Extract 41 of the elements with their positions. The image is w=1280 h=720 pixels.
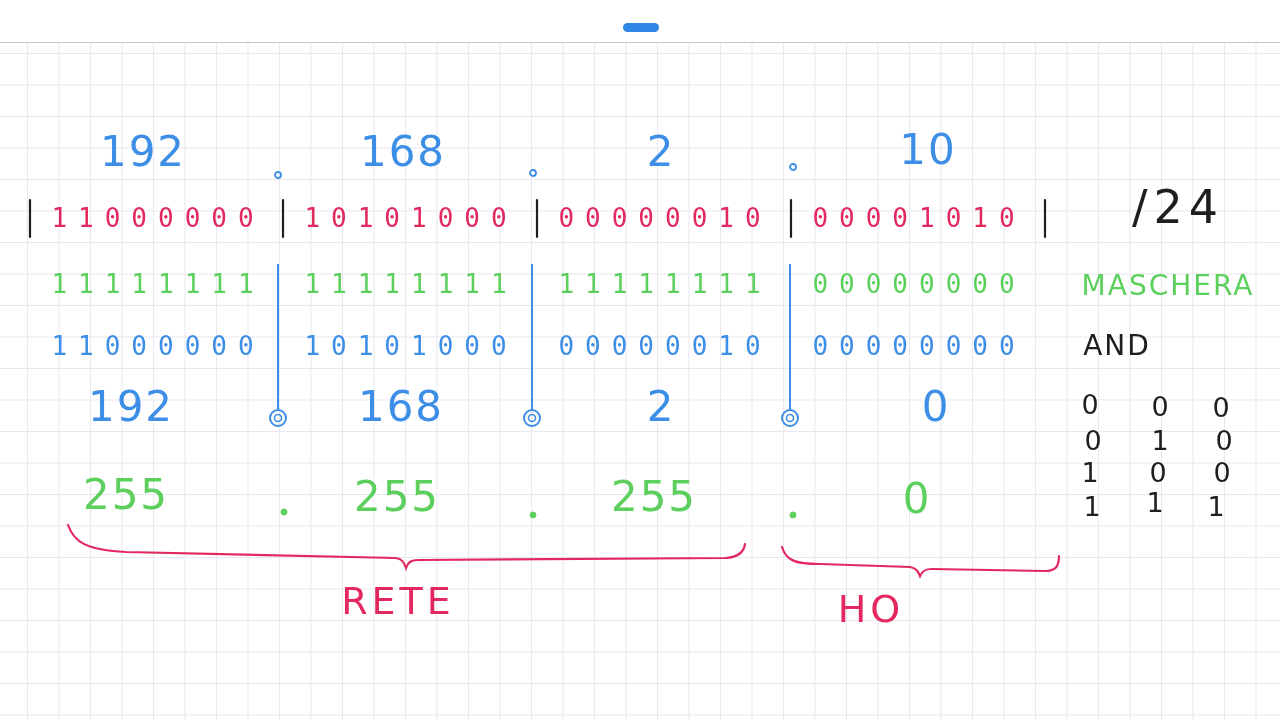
truth-table-cell: 0 bbox=[1081, 390, 1099, 418]
prefix-length: /24 bbox=[1132, 184, 1224, 230]
binary-octet: 10101000 bbox=[304, 205, 518, 231]
truth-table-cell: 0 bbox=[1213, 458, 1231, 486]
binary-octet: 00000010 bbox=[558, 205, 772, 231]
network-address-octet: 2 bbox=[646, 386, 676, 428]
truth-table-cell: 0 bbox=[1151, 392, 1169, 420]
network-address-octet: 192 bbox=[87, 386, 175, 428]
ip-address-octet: 2 bbox=[646, 131, 676, 173]
binary-octet: 00000010 bbox=[558, 333, 772, 359]
mask-octet: 0 bbox=[902, 478, 932, 520]
binary-octet: 11000000 bbox=[51, 333, 265, 359]
row-label: AND bbox=[1083, 332, 1151, 360]
truth-table-cell: 1 bbox=[1207, 492, 1225, 520]
truth-table-cell: 1 bbox=[1151, 426, 1169, 454]
ip-address-octet: 192 bbox=[99, 131, 187, 173]
network-address-octet: 168 bbox=[357, 386, 445, 428]
binary-octet: 00001010 bbox=[812, 205, 1026, 231]
mask-octet: 255 bbox=[353, 476, 441, 518]
ip-address-octet: 10 bbox=[899, 129, 957, 171]
mask-octet: 255 bbox=[82, 474, 170, 516]
brace-label: RETE bbox=[341, 582, 455, 620]
binary-octet: 11111111 bbox=[51, 271, 265, 297]
truth-table-cell: 1 bbox=[1083, 492, 1101, 520]
row-label: MASCHERA bbox=[1081, 272, 1255, 300]
ip-address-octet: 168 bbox=[359, 131, 447, 173]
truth-table-cell: 0 bbox=[1212, 393, 1230, 421]
truth-table-cell: 0 bbox=[1149, 458, 1167, 486]
binary-octet: 10101000 bbox=[304, 333, 518, 359]
binary-octet: 11111111 bbox=[558, 271, 772, 297]
network-address-octet: 0 bbox=[921, 386, 951, 428]
binary-octet: 00000000 bbox=[812, 333, 1026, 359]
binary-octet: 00000000 bbox=[812, 271, 1026, 297]
truth-table-cell: 0 bbox=[1215, 426, 1233, 454]
binary-octet: 11000000 bbox=[51, 205, 265, 231]
truth-table-cell: 1 bbox=[1146, 488, 1164, 516]
truth-table-cell: 1 bbox=[1081, 458, 1099, 486]
mask-octet: 255 bbox=[610, 476, 698, 518]
brace-label: HO bbox=[837, 590, 905, 628]
truth-table-cell: 0 bbox=[1084, 426, 1102, 454]
binary-octet: 11111111 bbox=[304, 271, 518, 297]
